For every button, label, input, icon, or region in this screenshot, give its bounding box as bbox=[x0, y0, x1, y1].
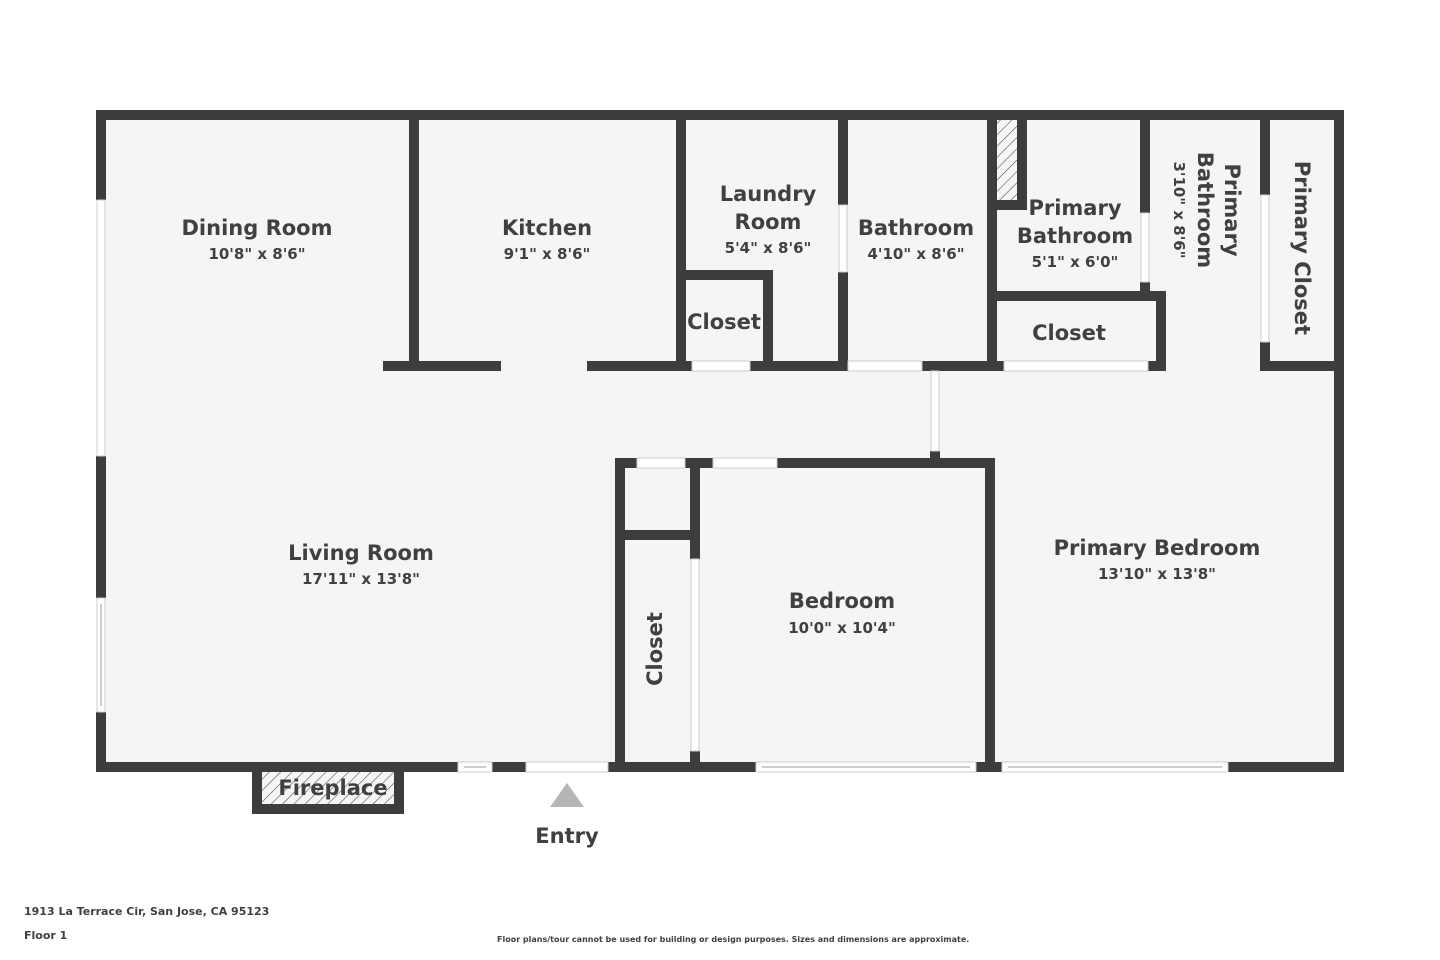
svg-text:5'4" x 8'6": 5'4" x 8'6" bbox=[725, 239, 812, 257]
entry: Entry bbox=[535, 824, 599, 848]
svg-text:Bathroom: Bathroom bbox=[858, 216, 974, 240]
floor-area bbox=[101, 115, 1338, 766]
svg-text:Closet: Closet bbox=[1032, 321, 1106, 345]
door-primary-closet bbox=[1003, 360, 1149, 372]
svg-text:Closet: Closet bbox=[687, 310, 761, 334]
svg-text:Primary: Primary bbox=[1220, 163, 1244, 256]
room-living: Living Room 17'11" x 13'8" bbox=[288, 541, 434, 588]
svg-text:Laundry: Laundry bbox=[720, 182, 817, 206]
svg-text:Entry: Entry bbox=[535, 824, 599, 848]
svg-text:10'0" x 10'4": 10'0" x 10'4" bbox=[788, 619, 896, 637]
svg-text:Fireplace: Fireplace bbox=[278, 776, 387, 800]
svg-text:Living Room: Living Room bbox=[288, 541, 434, 565]
room-bedroom: Bedroom 10'0" x 10'4" bbox=[788, 589, 896, 637]
room-primary-bathroom-2: Primary Bathroom 3'10" x 8'6" bbox=[1170, 152, 1244, 268]
door-laundry-bath bbox=[838, 204, 848, 273]
door-hall-closet bbox=[636, 457, 686, 469]
door-bedroom-closet bbox=[690, 558, 700, 752]
fireplace-hatch bbox=[262, 772, 394, 804]
door-bathroom bbox=[847, 360, 923, 372]
svg-text:4'10" x 8'6": 4'10" x 8'6" bbox=[867, 245, 964, 263]
svg-text:Primary Bedroom: Primary Bedroom bbox=[1054, 536, 1261, 560]
svg-text:17'11" x 13'8": 17'11" x 13'8" bbox=[302, 570, 420, 588]
room-primary-closet-small: Closet bbox=[1032, 321, 1106, 345]
window-dining bbox=[96, 199, 106, 457]
door-hall bbox=[930, 370, 940, 452]
svg-text:Primary Closet: Primary Closet bbox=[1290, 161, 1314, 335]
room-kitchen: Kitchen 9'1" x 8'6" bbox=[502, 216, 592, 263]
disclaimer: Floor plans/tour cannot be used for buil… bbox=[497, 935, 970, 944]
room-dining: Dining Room 10'8" x 8'6" bbox=[182, 216, 333, 263]
window-mullions bbox=[100, 604, 1222, 768]
door-primary-closet-side bbox=[1260, 194, 1270, 343]
svg-text:Bedroom: Bedroom bbox=[789, 589, 895, 613]
fireplace: Fireplace bbox=[278, 776, 387, 800]
svg-text:3'10" x 8'6": 3'10" x 8'6" bbox=[1170, 161, 1188, 258]
entry-door bbox=[525, 761, 609, 773]
room-primary-bathroom: Primary Bathroom 5'1" x 6'0" bbox=[1017, 196, 1133, 271]
svg-text:Bathroom: Bathroom bbox=[1193, 152, 1217, 268]
room-primary-closet: Primary Closet bbox=[1290, 161, 1314, 335]
door-primary-bath bbox=[1140, 212, 1150, 283]
svg-text:13'10" x 13'8": 13'10" x 13'8" bbox=[1098, 565, 1216, 583]
door-bedroom bbox=[712, 457, 778, 469]
room-bathroom: Bathroom 4'10" x 8'6" bbox=[858, 216, 974, 263]
room-laundry: Laundry Room 5'4" x 8'6" bbox=[720, 182, 817, 257]
svg-text:Dining Room: Dining Room bbox=[182, 216, 333, 240]
room-primary-bedroom: Primary Bedroom 13'10" x 13'8" bbox=[1054, 536, 1261, 583]
room-laundry-closet: Closet bbox=[687, 310, 761, 334]
svg-text:Kitchen: Kitchen bbox=[502, 216, 592, 240]
svg-text:Bathroom: Bathroom bbox=[1017, 224, 1133, 248]
shaft-hatch bbox=[997, 120, 1017, 200]
floor-label: Floor 1 bbox=[24, 929, 68, 942]
svg-text:9'1" x 8'6": 9'1" x 8'6" bbox=[504, 245, 591, 263]
svg-text:Closet: Closet bbox=[643, 612, 667, 686]
svg-text:10'8" x 8'6": 10'8" x 8'6" bbox=[208, 245, 305, 263]
property-address: 1913 La Terrace Cir, San Jose, CA 95123 bbox=[24, 905, 270, 918]
svg-text:Primary: Primary bbox=[1028, 196, 1121, 220]
room-hall-closet: Closet bbox=[643, 612, 667, 686]
svg-text:5'1" x 6'0": 5'1" x 6'0" bbox=[1032, 253, 1119, 271]
svg-text:Room: Room bbox=[735, 210, 802, 234]
door-laundry-closet bbox=[691, 360, 751, 372]
entry-arrow-icon bbox=[550, 783, 584, 807]
